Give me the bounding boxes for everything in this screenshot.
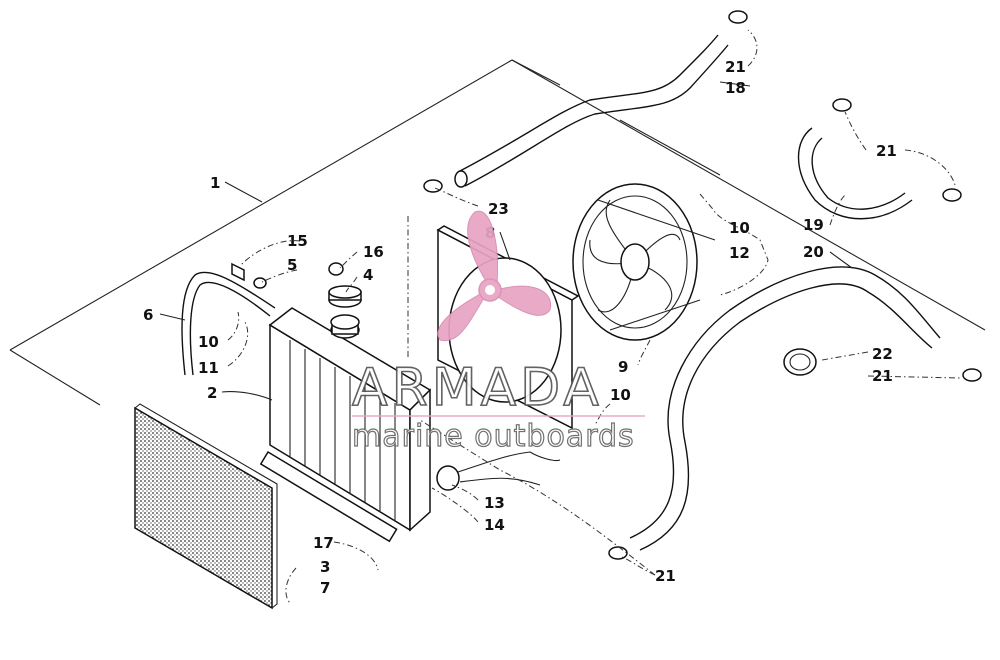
watermark-brand: ARMADA [352,358,603,418]
callout-6: 6 [143,306,153,324]
overflow-hose [181,271,276,376]
callout-23: 23 [488,200,509,218]
drain-plug [231,262,267,289]
callout-10-shroud: 10 [610,386,631,404]
watermark-tagline: marine outboards [352,419,635,454]
callout-10-left: 10 [198,333,219,351]
upper-hose [454,34,729,188]
callout-4: 4 [363,266,373,284]
callout-2: 2 [207,384,217,402]
callout-1: 1 [210,174,220,192]
assembly-outline [9,59,986,406]
callout-22: 22 [872,345,893,363]
callout-20: 20 [803,243,824,261]
callout-12: 12 [729,244,750,262]
thermo-switch [436,451,561,491]
callout-7: 7 [320,579,330,597]
radiator-cap [328,285,362,308]
leader-lines [159,29,961,604]
callout-21-bottom: 21 [655,567,676,585]
radiator [259,307,432,543]
lower-hose [629,266,941,551]
hose-19 [797,127,913,220]
propeller-icon [437,210,552,342]
callout-21-top: 21 [725,58,746,76]
callout-15: 15 [287,232,308,250]
watermark: ARMADA marine outboards [351,210,645,455]
callout-11: 11 [198,359,219,377]
callout-3: 3 [320,558,330,576]
callout-labels: 1 2 3 4 5 6 7 8 9 10 10 10 11 12 13 14 1… [143,58,897,597]
callout-21-right: 21 [876,142,897,160]
grille-screen [134,403,278,610]
callout-21-lower-right: 21 [872,367,893,385]
cap-seal [328,262,344,276]
callout-13: 13 [484,494,505,512]
callout-18: 18 [725,79,746,97]
callout-16: 16 [363,243,384,261]
callout-17: 17 [313,534,334,552]
callout-5: 5 [287,256,297,274]
callout-19: 19 [803,216,824,234]
callout-10-upper: 10 [729,219,750,237]
callout-14: 14 [484,516,505,534]
callout-9: 9 [618,358,628,376]
hose-clamps [423,10,982,560]
electric-fan [572,183,716,341]
